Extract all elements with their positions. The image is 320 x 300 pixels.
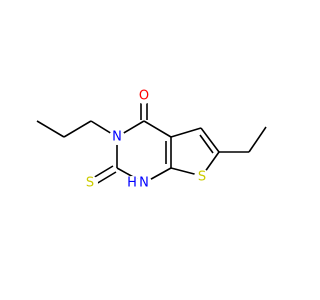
atom-hydrogen-n1: H bbox=[125, 176, 139, 191]
bond-propyl-c2-c3 bbox=[36, 120, 65, 138]
atom-oxygen-carbonyl: O bbox=[136, 88, 152, 104]
bonds bbox=[36, 103, 267, 185]
bond-propyl-c1-c2 bbox=[63, 120, 92, 138]
atom-label-o: O bbox=[139, 89, 149, 104]
atom-label-n1: N bbox=[139, 176, 149, 191]
atom-label-s-thione: S bbox=[86, 176, 94, 191]
atom-label-s-ring: S bbox=[198, 170, 206, 185]
atom-label-h: H bbox=[127, 176, 137, 191]
bond-c5-c6-inner bbox=[199, 134, 214, 154]
atom-label-n3: N bbox=[112, 130, 122, 145]
atom-nitrogen-1: N bbox=[136, 175, 152, 191]
bond-ethyl-ch2-ch3 bbox=[248, 126, 267, 153]
atom-sulfur-ring: S bbox=[194, 169, 210, 185]
atom-sulfur-thione: S bbox=[82, 175, 98, 191]
bond-c2-s-thione-1 bbox=[92, 165, 114, 179]
atom-nitrogen-3: N bbox=[109, 129, 125, 145]
bond-c4-c4a bbox=[143, 120, 172, 138]
atom-labels: O N N H S S bbox=[82, 88, 210, 191]
bond-c2-s-thione-2 bbox=[95, 171, 117, 185]
molecule-structure-diagram: O N N H S S bbox=[36, 88, 267, 191]
bond-c4a-c5 bbox=[170, 127, 202, 138]
bond-c5-c6 bbox=[200, 127, 220, 153]
